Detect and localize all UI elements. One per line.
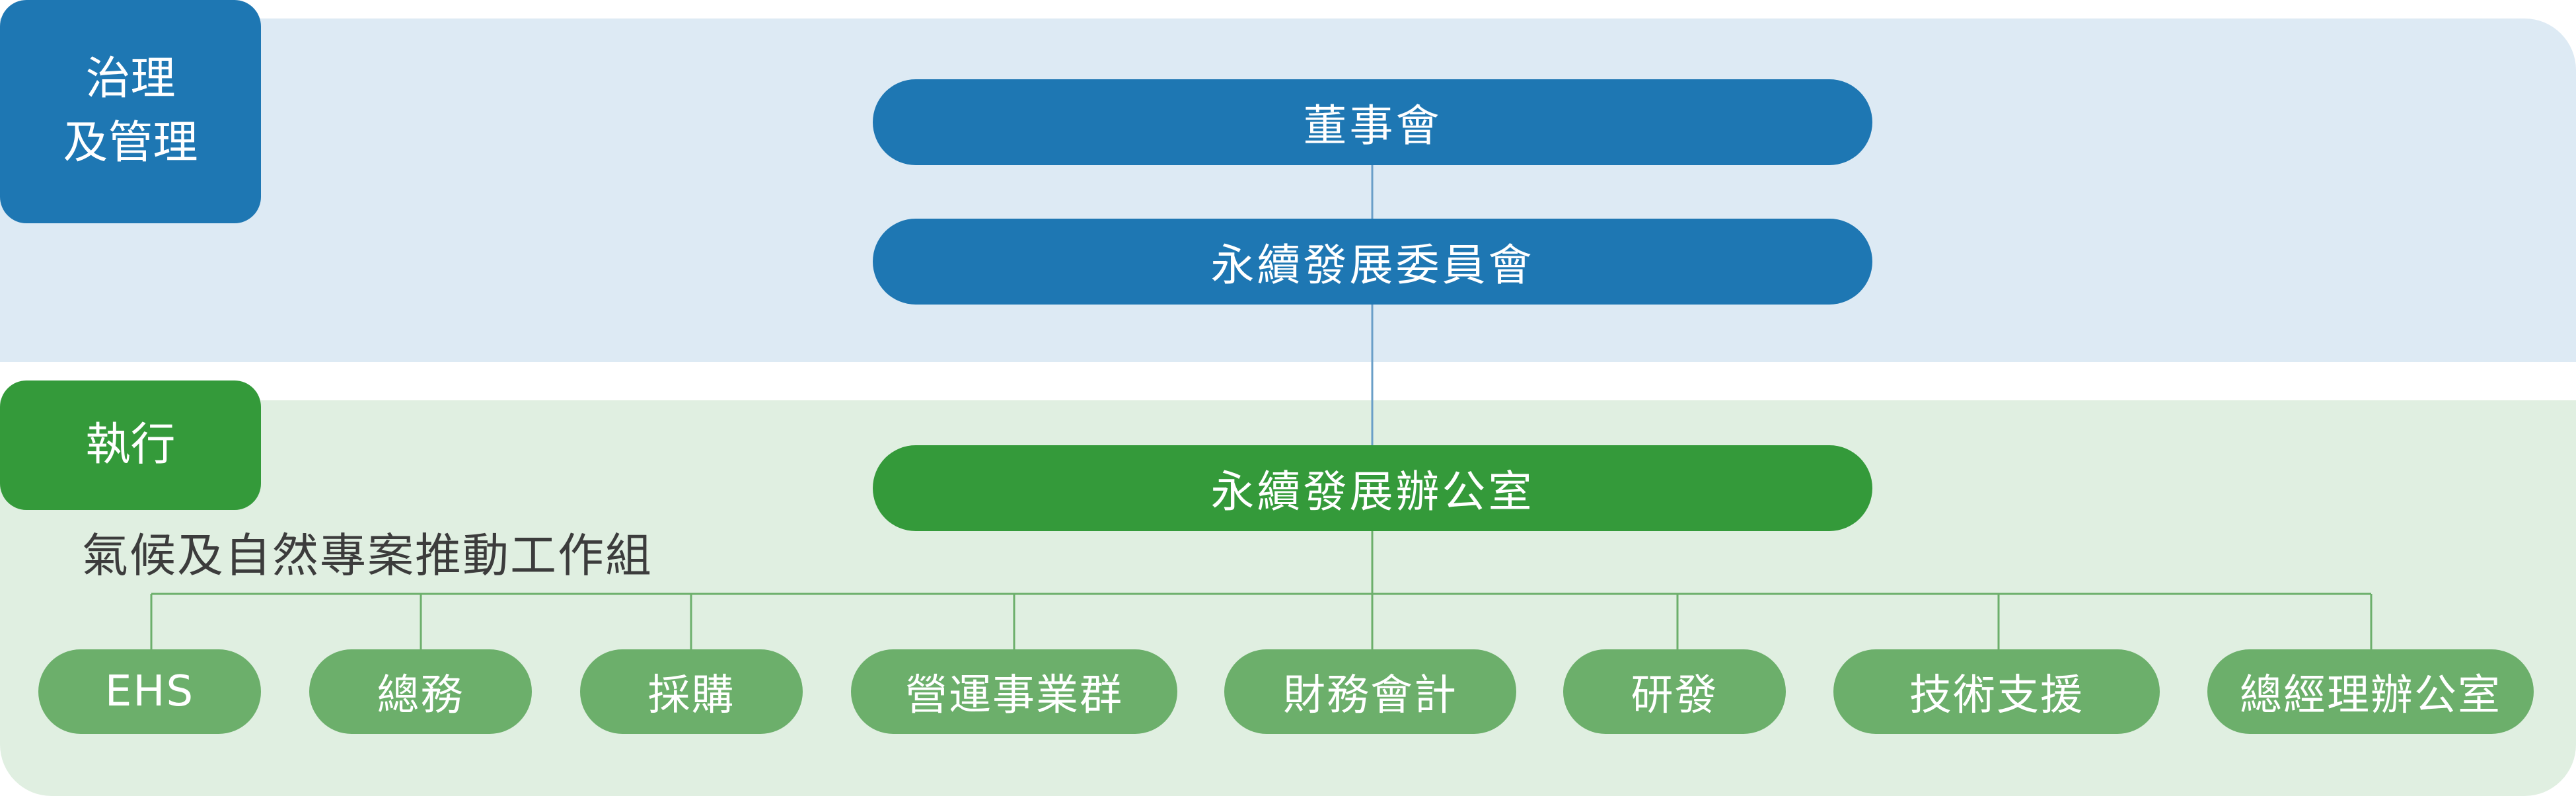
department-node-finance: 財務會計 — [1224, 649, 1516, 734]
department-node-ehs: EHS — [38, 649, 261, 734]
department-node-gm-office: 總經理辦公室 — [2207, 649, 2534, 734]
department-node-rnd: 研發 — [1563, 649, 1786, 734]
department-node-procurement: 採購 — [580, 649, 803, 734]
governance-section-tag: 治理 及管理 — [0, 0, 261, 223]
governance-tag-line-1: 治理 — [85, 53, 176, 106]
taskforce-label: 氣候及自然專案推動工作組 — [82, 528, 653, 583]
sustainability-office-node: 永續發展辦公室 — [873, 445, 1872, 531]
department-node-tech-support: 技術支援 — [1833, 649, 2160, 734]
governance-tag-line-2: 及管理 — [63, 117, 198, 169]
governance-band — [0, 18, 2576, 362]
board-node: 董事會 — [873, 79, 1872, 165]
execution-section-tag: 執行 — [0, 380, 261, 510]
execution-tag-label: 執行 — [85, 418, 176, 471]
department-node-operations: 營運事業群 — [851, 649, 1177, 734]
sustainability-committee-node: 永續發展委員會 — [873, 219, 1872, 305]
department-node-general-affairs: 總務 — [309, 649, 532, 734]
